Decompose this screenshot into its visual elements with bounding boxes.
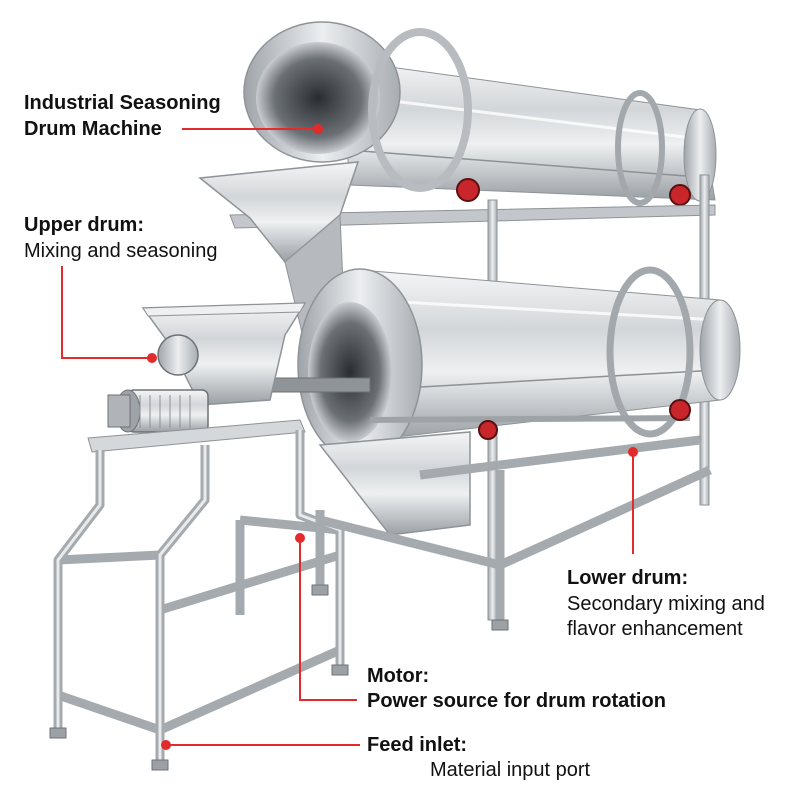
leader-upper-drum xyxy=(61,266,152,359)
machine-title-line2: Drum Machine xyxy=(24,118,162,140)
feed-inlet-desc: Material input port xyxy=(430,759,591,781)
leader-motor xyxy=(299,538,357,701)
motor-desc: Power source for drum rotation xyxy=(367,690,666,712)
lower-drum xyxy=(249,266,741,536)
lower-drum-title: Lower drum: xyxy=(567,567,689,589)
upper-drum xyxy=(243,21,717,206)
feed-hopper xyxy=(141,302,307,406)
lower-drum-desc-line1: Secondary mixing and xyxy=(567,593,765,615)
machine-title-line1: Industrial Seasoning xyxy=(24,92,221,114)
feed-inlet-title: Feed inlet: xyxy=(367,734,468,756)
leader-lines xyxy=(61,124,638,750)
support-frame xyxy=(49,419,712,771)
upper-drum-desc: Mixing and seasoning xyxy=(24,240,218,262)
upper-drum-title: Upper drum: xyxy=(24,214,144,236)
motor-title: Motor: xyxy=(367,665,430,687)
drive-motor xyxy=(107,334,209,433)
lower-drum-desc-line2: flavor enhancement xyxy=(567,618,743,640)
